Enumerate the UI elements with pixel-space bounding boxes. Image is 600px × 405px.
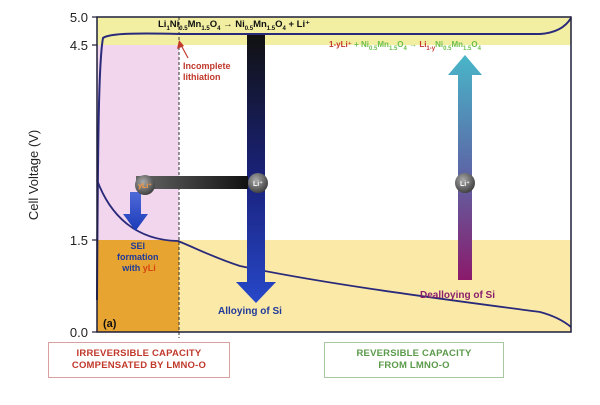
dealloying-label: Dealloying of Si — [420, 290, 495, 301]
lower-voltage-band — [179, 240, 571, 332]
reversible-caption-line-2: FROM LMNO-O — [378, 360, 450, 371]
irreversible-capacity-box — [97, 240, 179, 332]
irreversible-caption-line-2: COMPENSATED BY LMNO-O — [71, 360, 207, 371]
top-voltage-band — [97, 17, 571, 45]
y-axis-label: Cell Voltage (V) — [26, 130, 41, 220]
charge-voltage-curve — [96, 17, 572, 301]
sei-formation-label: SEI formation with yLi — [117, 241, 161, 273]
plot-frame — [96, 16, 572, 333]
yli-ion-label: yLi⁺ — [138, 182, 152, 190]
dealloying-up-arrow — [448, 55, 482, 280]
li-ion-label-left: Li⁺ — [253, 180, 263, 188]
reversible-caption-line-1: REVERSIBLE CAPACITY — [356, 348, 472, 359]
incomplete-lithiation-arrowhead — [177, 40, 184, 49]
irreversible-caption-line-1: IRREVERSIBLE CAPACITY — [76, 348, 202, 359]
y-tick-label-4-5: 4.5 — [70, 38, 88, 53]
incomplete-lithiation-arrow-line — [180, 44, 189, 59]
panel-label: (a) — [103, 318, 117, 330]
alloying-label: Alloying of Si — [218, 306, 282, 317]
li-ion-circle-left — [248, 173, 268, 193]
li-ion-circle-right — [455, 173, 475, 193]
discharge-voltage-curve — [96, 179, 572, 328]
y-tick-label-0-0: 0.0 — [70, 325, 88, 340]
top-reaction-equation: Li1Ni0.5Mn1.5O4 → Ni0.5Mn1.5O4 + Li⁺ — [158, 19, 310, 32]
li-transfer-bar — [136, 176, 248, 189]
lithiation-reaction-equation: 1-yLi⁺ + Ni0.5Mn1.5O4 → Li1-yNi0.5Mn1.5O… — [329, 40, 482, 52]
incomplete-lithiation-label: Incomplete lithiation — [183, 61, 233, 82]
irreversible-capacity-caption: IRREVERSIBLE CAPACITY COMPENSATED BY LMN… — [48, 342, 230, 378]
li-ion-label-right: Li⁺ — [460, 180, 470, 188]
reversible-capacity-caption: REVERSIBLE CAPACITY FROM LMNO-O — [324, 342, 504, 378]
y-tick-label-1-5: 1.5 — [70, 233, 88, 248]
alloying-down-arrow — [236, 35, 276, 303]
yli-ion-circle — [135, 175, 155, 195]
sei-down-arrow — [123, 192, 148, 231]
y-tick-label-5-0: 5.0 — [70, 10, 88, 25]
